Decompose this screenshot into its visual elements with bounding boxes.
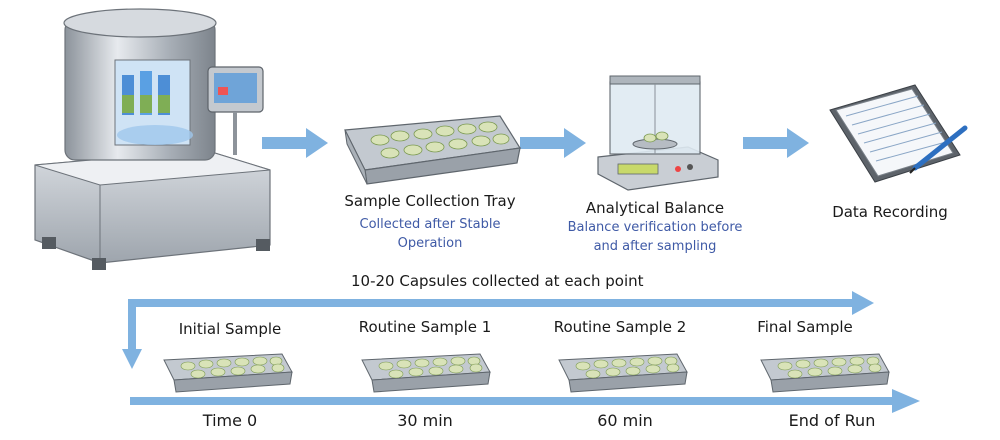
stage-title-analytical-balance: Analytical Balance [585,199,725,217]
analytical-balance-illustration [597,75,719,191]
sample-label-final: Final Sample [757,318,853,336]
capsules-collected-note: 10-20 Capsules collected at each point [351,272,644,290]
flow-arrow-1 [262,128,328,158]
small-tray-final [760,353,890,393]
sample-collection-tray-illustration [344,115,521,185]
stage-subtitle-analytical-balance-line-2: and after sampling [593,239,717,254]
time-label-routine-1: 30 min [397,411,453,430]
stage-subtitle-analytical-balance-line-1: Balance verification before [567,220,743,235]
encapsulation-machine-illustration [34,8,271,270]
data-recording-clipboard-illustration [829,84,968,183]
stage-title-sample-collection-tray: Sample Collection Tray [344,192,516,210]
flow-arrow-2 [520,128,586,158]
timeline-down-arrow [122,299,142,369]
time-label-routine-2: 60 min [597,411,653,430]
sample-label-routine-2: Routine Sample 2 [553,318,687,336]
time-label-final: End of Run [788,411,876,430]
stage-subtitle-sample-collection-line-2: Operation [397,236,463,251]
timeline-top-arrow [128,291,874,315]
time-label-initial: Time 0 [202,411,258,430]
timeline-bottom-arrow [130,389,920,413]
stage-subtitle-sample-collection-line-1: Collected after Stable [359,217,501,232]
stage-title-data-recording: Data Recording [832,203,948,221]
sample-label-initial: Initial Sample [178,320,282,338]
sample-label-routine-1: Routine Sample 1 [358,318,492,336]
small-tray-routine-2 [558,353,688,393]
flow-arrow-3 [743,128,809,158]
small-tray-initial [163,353,293,393]
small-tray-routine-1 [361,353,491,393]
